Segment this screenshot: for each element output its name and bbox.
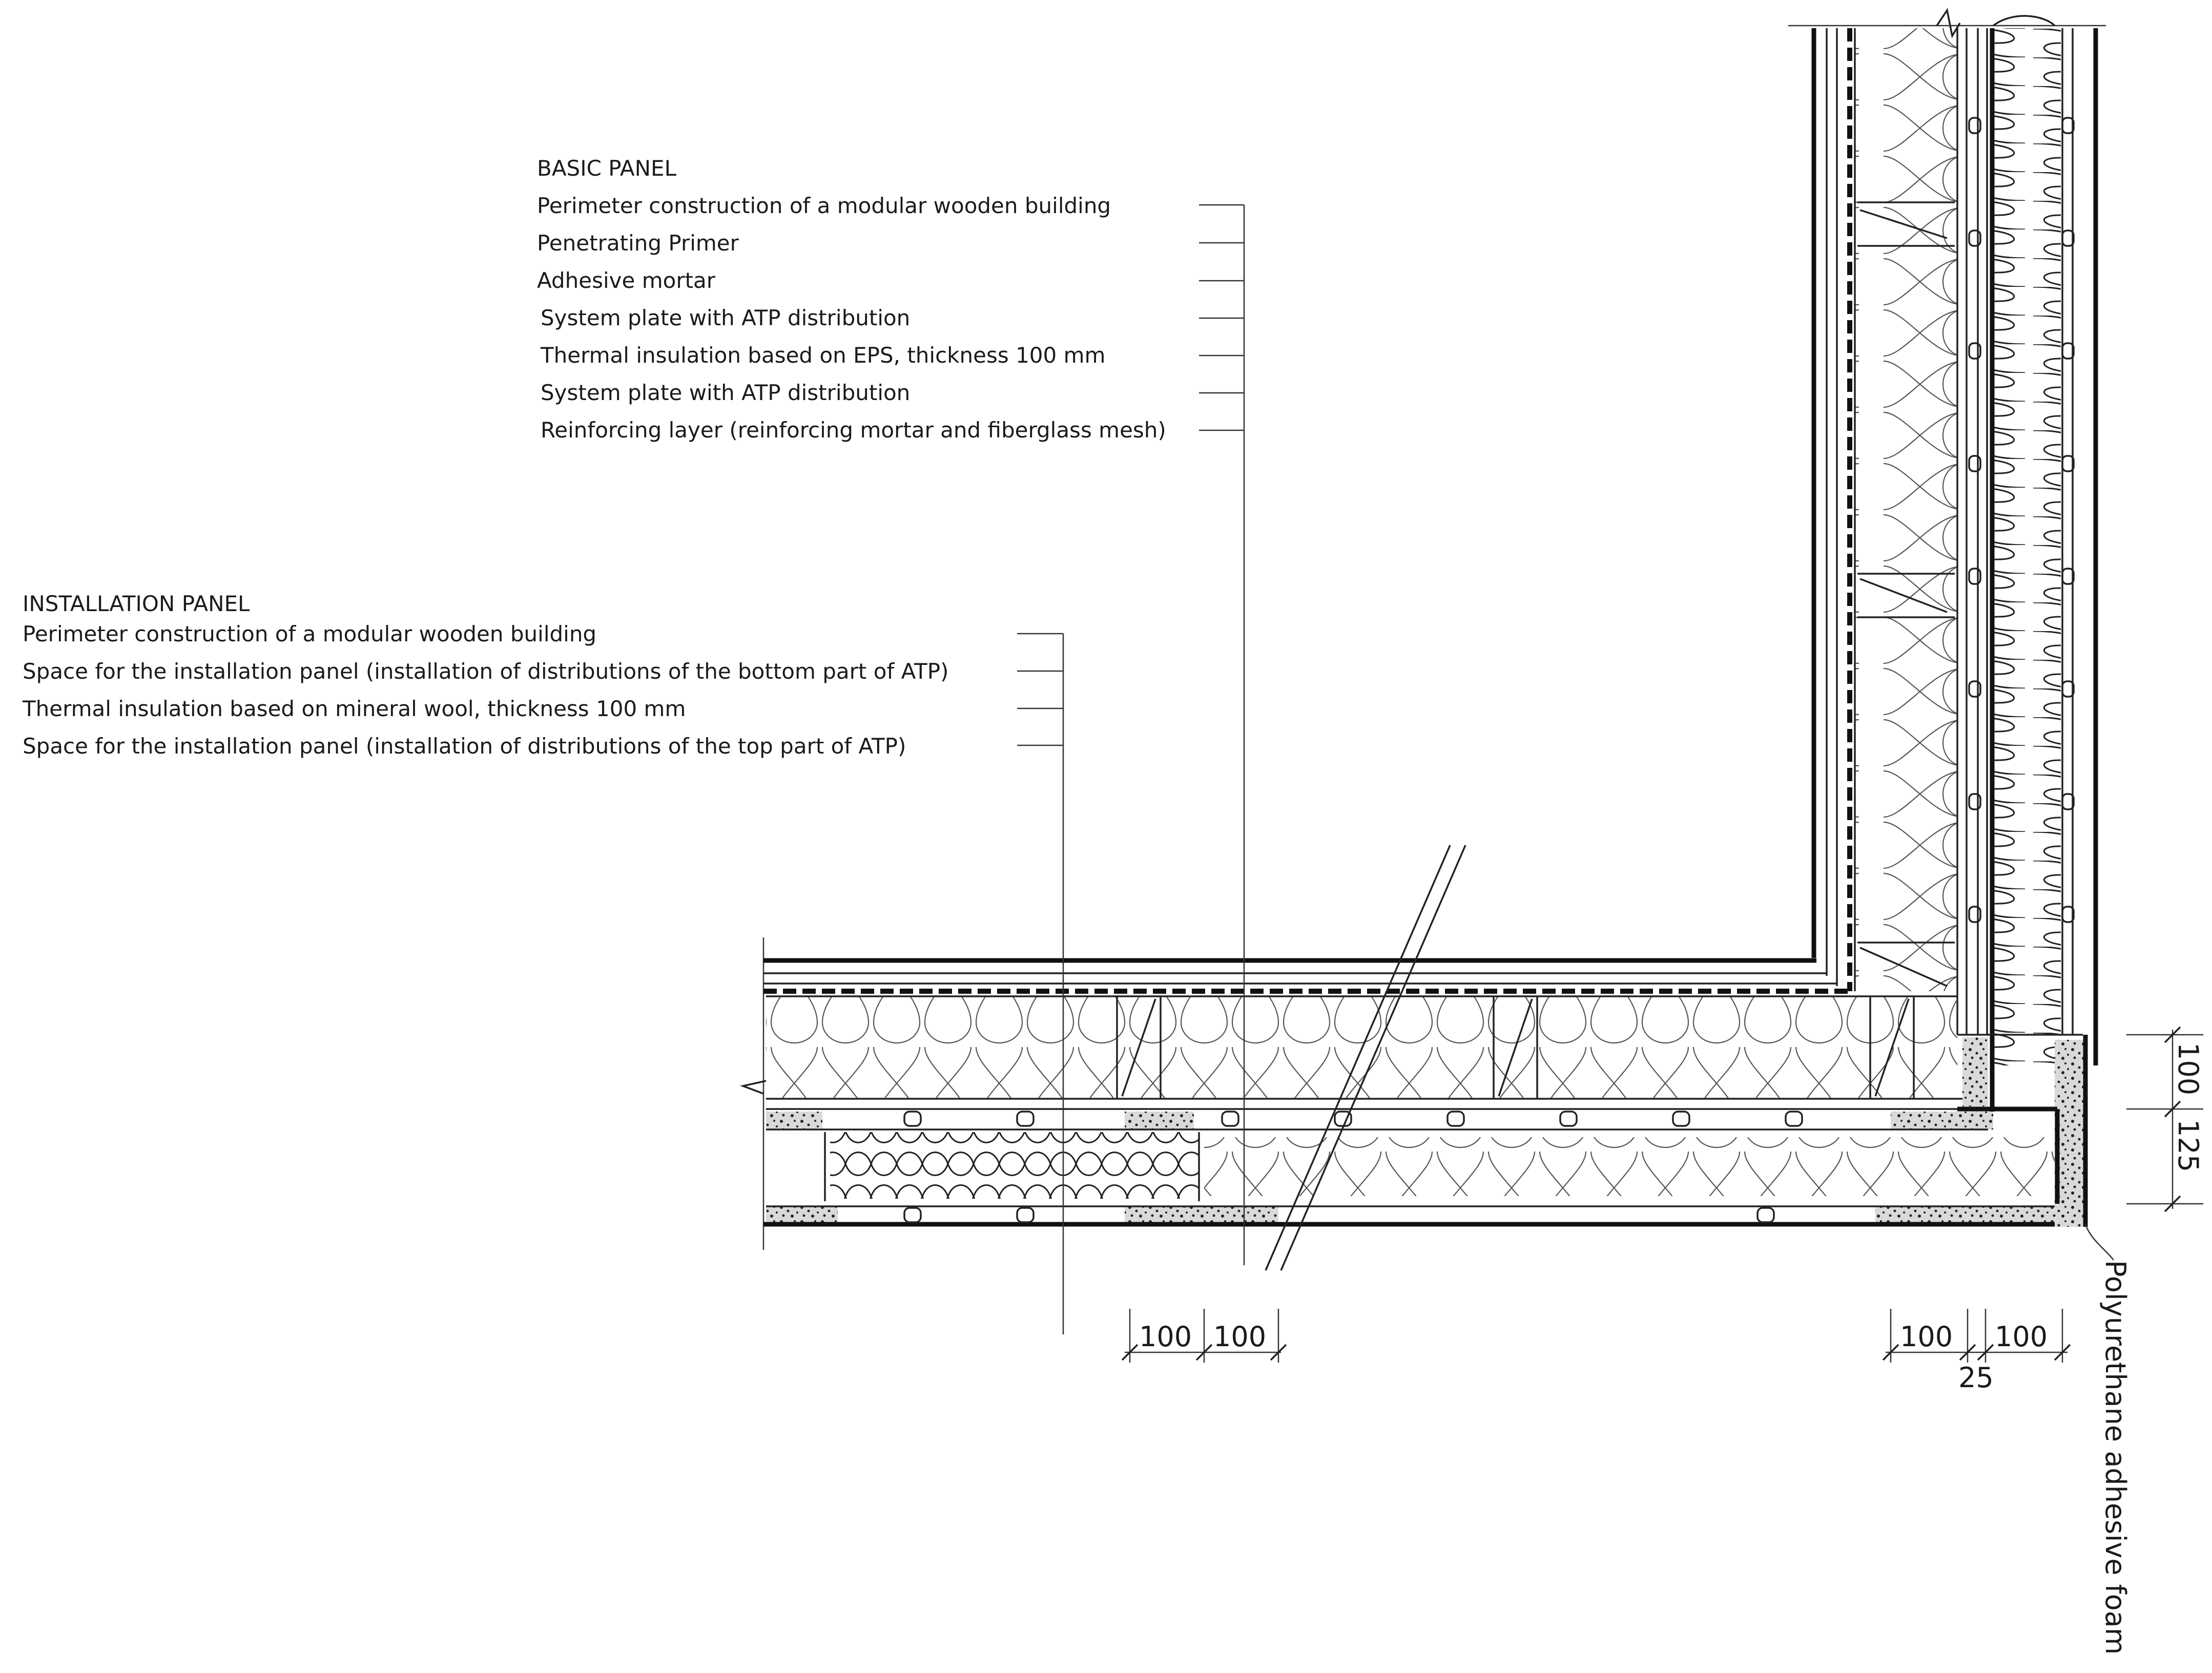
dimension-labels: 100 100 100 100 25 100 125 [1139,1042,2204,1394]
dimension-label: 100 [1900,1321,1953,1353]
basic-panel-item: Perimeter construction of a modular wood… [537,193,1111,218]
wall-anchor-dots-left [1968,117,1981,923]
installation-panel-item: Perimeter construction of a modular wood… [23,621,596,646]
dimension-label: 100 [2172,1042,2204,1095]
dimension-label: 100 [1213,1321,1266,1353]
basic-panel-item: Adhesive mortar [537,268,716,293]
dimension-label: 100 [1995,1321,2048,1353]
dimension-label: 25 [1958,1362,1994,1394]
installation-panel-legend: INSTALLATION PANEL Perimeter constructio… [22,591,948,759]
basic-panel-item: Thermal insulation based on EPS, thickne… [540,343,1105,368]
installation-panel-item: Space for the installation panel (instal… [23,659,948,684]
basic-panel-item: System plate with ATP distribution [541,380,910,405]
wall-anchor-dots-right [2061,117,2075,923]
basic-panel-item: Penetrating Primer [537,231,739,256]
polyurethane-foam-callout: Polyurethane adhesive foam [2099,1260,2132,1655]
basic-panel-item: System plate with ATP distribution [541,305,910,330]
floor-anchor-dots-top [903,1111,1803,1127]
installation-panel-item: Space for the installation panel (instal… [23,734,906,759]
installation-panel-heading: INSTALLATION PANEL [23,591,250,616]
installation-panel-leaders [1017,633,1064,1334]
floor-anchor-dots-bottom [903,1207,1775,1223]
dimension-label: 125 [2172,1119,2204,1172]
dimension-label: 100 [1139,1321,1192,1353]
dimension-lines [1121,1026,2203,1363]
installation-panel-item: Thermal insulation based on mineral wool… [22,696,686,721]
break-line [1265,845,1466,1271]
basic-panel-leaders [1199,204,1245,1265]
vertical-wall [1788,8,2106,1112]
basic-panel-heading: BASIC PANEL [537,156,677,181]
basic-panel-legend: BASIC PANEL Perimeter construction of a … [537,156,1166,443]
basic-panel-item: Reinforcing layer (reinforcing mortar an… [541,417,1166,443]
